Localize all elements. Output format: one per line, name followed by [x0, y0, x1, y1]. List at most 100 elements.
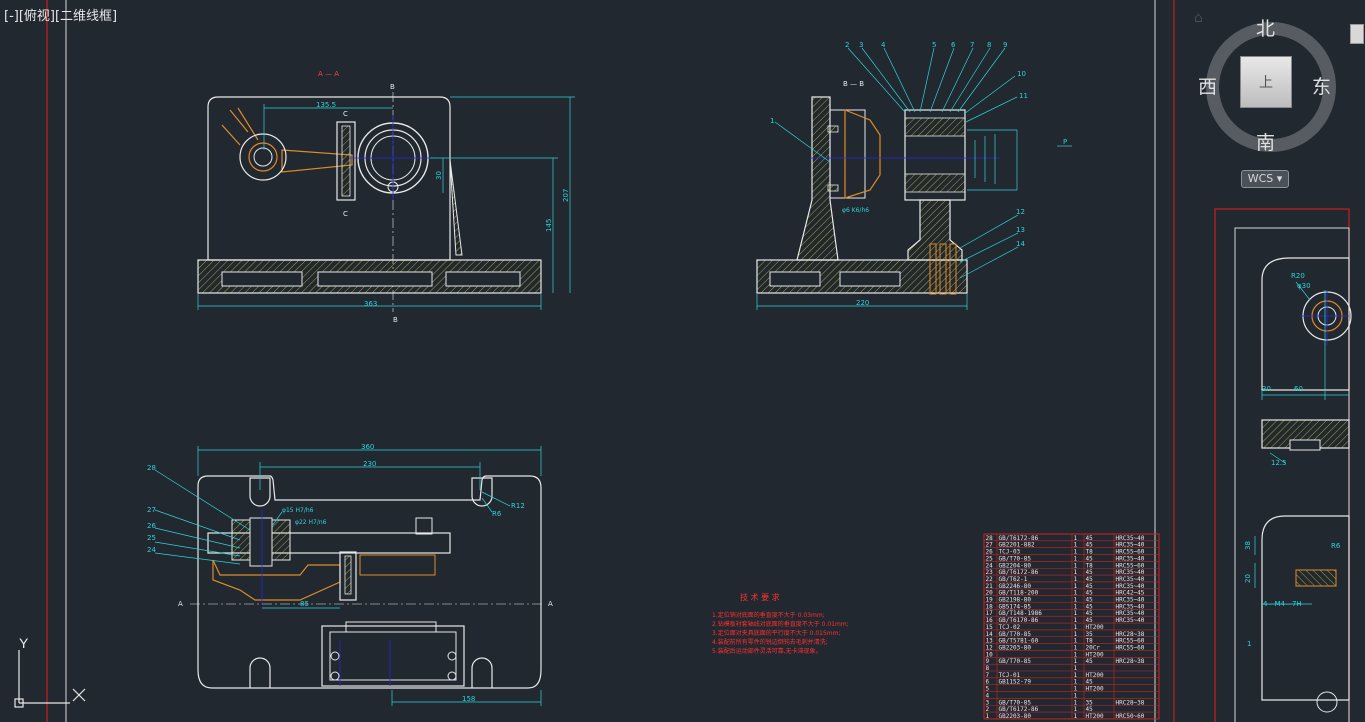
- bom-cell: GB/T70-85: [999, 699, 1032, 706]
- side-fit-label: φ6 K6/h6: [842, 207, 869, 214]
- bom-cell: 1: [1074, 672, 1078, 679]
- bom-cell: 1: [1074, 562, 1078, 569]
- bom-cell: 1: [1074, 590, 1078, 597]
- tech-req-item-2: 2.钻模板衬套轴线对底面的垂直度不大于 0.01mm;: [712, 620, 849, 628]
- bom-cell: 1: [986, 713, 990, 720]
- bom-cell: GB2204-80: [999, 562, 1032, 569]
- side-part-number: 9: [1003, 41, 1007, 49]
- bom-cell: 24: [986, 562, 994, 569]
- bom-cell: 1: [1074, 535, 1078, 542]
- bom-cell: HRC28~38: [1116, 631, 1145, 638]
- front-dim-h1: 207: [562, 189, 570, 202]
- bom-cell: GB/T70-85: [999, 631, 1032, 638]
- side-part-number: 1: [770, 117, 774, 125]
- detail-view[interactable]: R20 φ30 30 60 12.5 38 20 4—M4—7H R6 1: [1244, 257, 1352, 713]
- bom-cell: HRC35~40: [1116, 576, 1145, 583]
- bom-cell: 7: [986, 672, 990, 679]
- bom-cell: 35: [1086, 631, 1094, 638]
- plan-part-number: 25: [147, 534, 156, 542]
- bom-cell: 1: [1074, 631, 1078, 638]
- bom-cell: 20: [986, 590, 994, 597]
- bom-cell: 45: [1086, 610, 1094, 617]
- bom-cell: 1: [1074, 603, 1078, 610]
- bom-cell: 45: [1086, 569, 1094, 576]
- bom-cell: 5: [986, 686, 990, 693]
- bom-cell: HRC35~40: [1116, 610, 1145, 617]
- plan-dim-230: 230: [363, 460, 376, 468]
- bom-cell: GB2246-80: [999, 583, 1032, 590]
- home-icon[interactable]: ⌂: [1194, 10, 1203, 26]
- technical-requirements: 技 术 要 求 1.定位销对底面的垂直度不大于 0.03mm; 2.钻模板衬套轴…: [712, 592, 849, 655]
- bom-cell: TCJ-02: [999, 624, 1021, 631]
- ucs-y-label: Y: [19, 635, 29, 651]
- drawing-frame: [46, 0, 1350, 722]
- bom-cell: 27: [986, 542, 994, 549]
- viewcube-face-label: 上: [1259, 75, 1273, 91]
- bom-cell: HT200: [1086, 672, 1104, 679]
- bom-cell: HRC35~40: [1116, 583, 1145, 590]
- bom-cell: T8: [1086, 562, 1094, 569]
- plan-dim-158: 158: [462, 695, 475, 703]
- bom-cell: 1: [1074, 638, 1078, 645]
- side-part-number: 5: [932, 41, 936, 49]
- bom-cell: 3: [986, 699, 990, 706]
- bom-cell: 12: [986, 644, 994, 651]
- side-part-number: 11: [1019, 92, 1028, 100]
- bom-cell: 10: [986, 651, 994, 658]
- bom-cell: HRC35~40: [1116, 542, 1145, 549]
- bom-cell: GB5174-85: [999, 603, 1032, 610]
- bom-cell: 45: [1086, 583, 1094, 590]
- bom-cell: 1: [1074, 542, 1078, 549]
- bom-cell: 17: [986, 610, 994, 617]
- bom-cell: TCJ-01: [999, 672, 1021, 679]
- bom-cell: 21: [986, 583, 994, 590]
- bom-cell: T8: [1086, 638, 1094, 645]
- scrollbar-thumb[interactable]: [1350, 24, 1364, 44]
- viewcube-south[interactable]: 南: [1256, 132, 1276, 154]
- bom-cell: 20Cr: [1086, 644, 1101, 651]
- viewport-controls-label[interactable]: [-][俯视][二维线框]: [4, 9, 118, 24]
- plan-part-number: 26: [147, 522, 156, 530]
- bom-cell: TCJ-03: [999, 549, 1021, 556]
- bom-cell: 1: [1074, 644, 1078, 651]
- side-part-number: 4: [881, 41, 886, 49]
- viewcube[interactable]: 上 北 南 西 东: [1198, 16, 1340, 156]
- front-dim-width: 363: [364, 300, 377, 308]
- viewcube-north[interactable]: 北: [1256, 18, 1276, 40]
- bom-cell: 6: [986, 679, 990, 686]
- bom-cell: GB2203-80: [999, 644, 1032, 651]
- bom-cell: 1: [1074, 555, 1078, 562]
- tech-req-title: 技 术 要 求: [740, 592, 780, 602]
- c-top-label: C: [343, 110, 348, 118]
- bom-cell: 26: [986, 549, 994, 556]
- bom-cell: 45: [1086, 576, 1094, 583]
- bom-cell: GB/T6172-86: [999, 569, 1039, 576]
- wcs-menu-button[interactable]: WCS ▾: [1241, 170, 1289, 188]
- side-part-number: 8: [987, 41, 991, 49]
- front-view[interactable]: A — A B B C C: [197, 70, 575, 324]
- bom-cell: GB2203-80: [999, 713, 1032, 720]
- bom-cell: 45: [1086, 597, 1094, 604]
- c-bottom-label: C: [343, 210, 348, 218]
- plan-dim-85: 85: [300, 600, 309, 608]
- bom-cell: GB/T5781-60: [999, 638, 1039, 645]
- viewcube-east[interactable]: 东: [1312, 76, 1332, 98]
- viewcube-top-face[interactable]: 上: [1240, 56, 1292, 108]
- bom-cell: HT200: [1086, 624, 1104, 631]
- viewcube-west[interactable]: 西: [1198, 76, 1218, 98]
- front-dim-h2: 145: [545, 219, 553, 232]
- plan-part-number: 27: [147, 506, 156, 514]
- detail-d38: 38: [1244, 541, 1252, 550]
- vertical-scrollbar[interactable]: [1349, 18, 1363, 722]
- side-view[interactable]: B — B: [756, 41, 1072, 310]
- bom-cell: 45: [1086, 590, 1094, 597]
- bom-cell: 1: [1074, 713, 1078, 720]
- plan-view[interactable]: A A 360 230 85 158 R12 R6 φ15 H7/h6 φ22 …: [147, 443, 553, 706]
- bom-cell: GB2198-80: [999, 597, 1032, 604]
- bom-cell: HRC35~40: [1116, 555, 1145, 562]
- bom-cell: 45: [1086, 542, 1094, 549]
- bom-cell: HRC28~38: [1116, 699, 1145, 706]
